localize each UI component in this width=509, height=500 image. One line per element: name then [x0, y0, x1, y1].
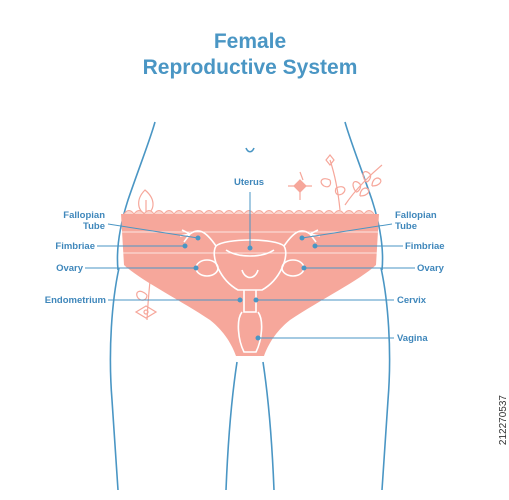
- page-title: Female: [213, 30, 287, 53]
- label-left-ovary: Ovary: [56, 263, 83, 274]
- page-subtitle: Reproductive System: [142, 56, 358, 79]
- label-right-fallopian-line1: Fallopian: [395, 210, 437, 221]
- label-left-fallopian-line2: Tube: [83, 221, 105, 232]
- label-right-fallopian-tube: Fallopian Tube: [395, 210, 437, 232]
- label-vagina: Vagina: [397, 333, 428, 344]
- label-endometrium: Endometrium: [44, 295, 106, 306]
- label-right-fallopian-line2: Tube: [395, 221, 417, 232]
- body-outline: [109, 121, 391, 491]
- stock-id-watermark: 212270537: [498, 395, 509, 446]
- label-right-ovary: Ovary: [417, 263, 444, 274]
- label-left-fallopian-tube: Fallopian Tube: [45, 210, 105, 232]
- label-left-fallopian-line1: Fallopian: [63, 210, 105, 221]
- label-cervix: Cervix: [397, 295, 427, 306]
- label-uterus: Uterus: [234, 177, 265, 188]
- label-left-fimbriae: Fimbriae: [55, 241, 95, 252]
- underwear-shape: [121, 210, 379, 356]
- decorative-flowers-right: [288, 154, 383, 211]
- label-right-fimbriae: Fimbriae: [405, 241, 445, 252]
- leader-lines: [85, 192, 415, 341]
